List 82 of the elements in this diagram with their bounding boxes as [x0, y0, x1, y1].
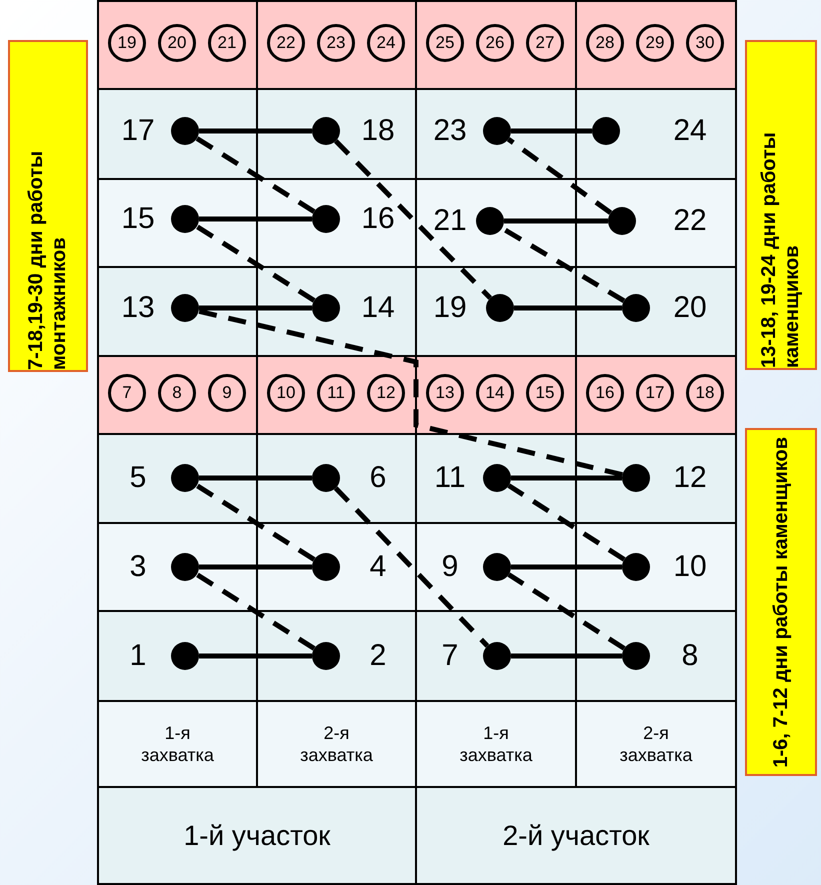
- step-number: 15: [121, 202, 155, 236]
- note-text: 13-18, 19-24 дни работы каменщиков: [758, 131, 804, 368]
- dashed-connector: [334, 139, 492, 300]
- step-number: 3: [130, 550, 146, 584]
- dashed-connector: [506, 137, 612, 215]
- connector-line: [511, 128, 592, 134]
- step-number: 17: [121, 114, 155, 148]
- connector-line: [199, 564, 312, 570]
- step-number: 18: [361, 114, 395, 148]
- note-box: [745, 428, 817, 776]
- day-number: 23: [326, 33, 346, 53]
- day-number: 15: [536, 383, 554, 403]
- connector-line: [199, 654, 312, 658]
- day-number: 26: [486, 33, 504, 53]
- connector-line: [199, 128, 312, 134]
- day-number: 20: [168, 33, 186, 53]
- day-number: 21: [218, 33, 236, 53]
- day-number: 7: [122, 383, 132, 403]
- step-number: 5: [130, 461, 146, 495]
- dashed-connector: [196, 483, 316, 562]
- connector-line: [199, 216, 312, 222]
- dashed-connector: [198, 308, 623, 478]
- connector-line: [504, 218, 608, 224]
- day-number: 9: [222, 383, 232, 403]
- step-number: 8: [682, 639, 698, 673]
- step-number: 11: [434, 461, 466, 495]
- day-number: 10: [276, 383, 296, 403]
- connector-line: [199, 476, 312, 480]
- dashed-connector: [196, 224, 316, 303]
- day-number: 11: [327, 383, 345, 403]
- dashed-connector: [334, 486, 490, 648]
- day-number: 22: [276, 33, 296, 53]
- day-number: 18: [696, 383, 714, 403]
- step-number: 14: [361, 291, 395, 325]
- dashed-connector: [507, 572, 626, 651]
- step-number: 19: [433, 291, 467, 325]
- day-number: 17: [646, 383, 664, 403]
- step-number: 24: [673, 114, 707, 148]
- day-number: 24: [376, 33, 396, 53]
- note-text: 1-6, 7-12 дни работы каменщиков: [770, 436, 792, 768]
- step-number: 4: [370, 550, 386, 584]
- step-number: 2: [370, 639, 386, 673]
- step-number: 20: [673, 291, 707, 325]
- day-number: 28: [596, 33, 614, 53]
- connector-line: [511, 564, 622, 570]
- step-number: 12: [673, 461, 707, 495]
- connector-line: [199, 306, 312, 310]
- step-number: 6: [370, 461, 386, 495]
- dashed-connector: [507, 483, 626, 562]
- dashed-connector: [196, 572, 316, 651]
- step-number: 9: [442, 550, 458, 584]
- day-number: 14: [486, 383, 504, 403]
- table-cell-text: 1-я захватка: [458, 722, 534, 766]
- day-number: 25: [436, 33, 454, 53]
- connector-line: [511, 476, 622, 480]
- day-number: 8: [172, 383, 182, 403]
- day-number: 29: [646, 33, 664, 53]
- note-text: 7-18,19-30 дни работы монтажников: [25, 150, 71, 370]
- table-cell-text: 2-я захватка: [618, 722, 694, 766]
- note-box: [745, 40, 817, 370]
- day-number: 16: [596, 383, 614, 403]
- day-number: 13: [436, 383, 454, 403]
- table-cell-text: 2-я захватка: [299, 722, 374, 766]
- step-number: 22: [673, 204, 707, 238]
- day-number: 19: [118, 33, 136, 53]
- step-number: 10: [673, 550, 707, 584]
- table-cell-text: 1-й участок: [184, 819, 330, 853]
- step-number: 13: [121, 291, 155, 325]
- step-number: 16: [361, 202, 395, 236]
- connector-line: [514, 306, 622, 310]
- day-number: 27: [536, 33, 554, 53]
- day-number: 12: [376, 383, 396, 403]
- step-number: 21: [433, 204, 467, 238]
- dashed-connector: [196, 136, 316, 214]
- table-cell-text: 1-я захватка: [140, 722, 215, 766]
- step-number: 1: [130, 639, 146, 673]
- step-number: 7: [442, 639, 458, 673]
- step-number: 23: [433, 114, 467, 148]
- connector-line: [511, 654, 622, 658]
- table-cell-text: 2-й участок: [502, 819, 650, 853]
- day-number: 30: [696, 33, 714, 53]
- note-box: [8, 40, 88, 372]
